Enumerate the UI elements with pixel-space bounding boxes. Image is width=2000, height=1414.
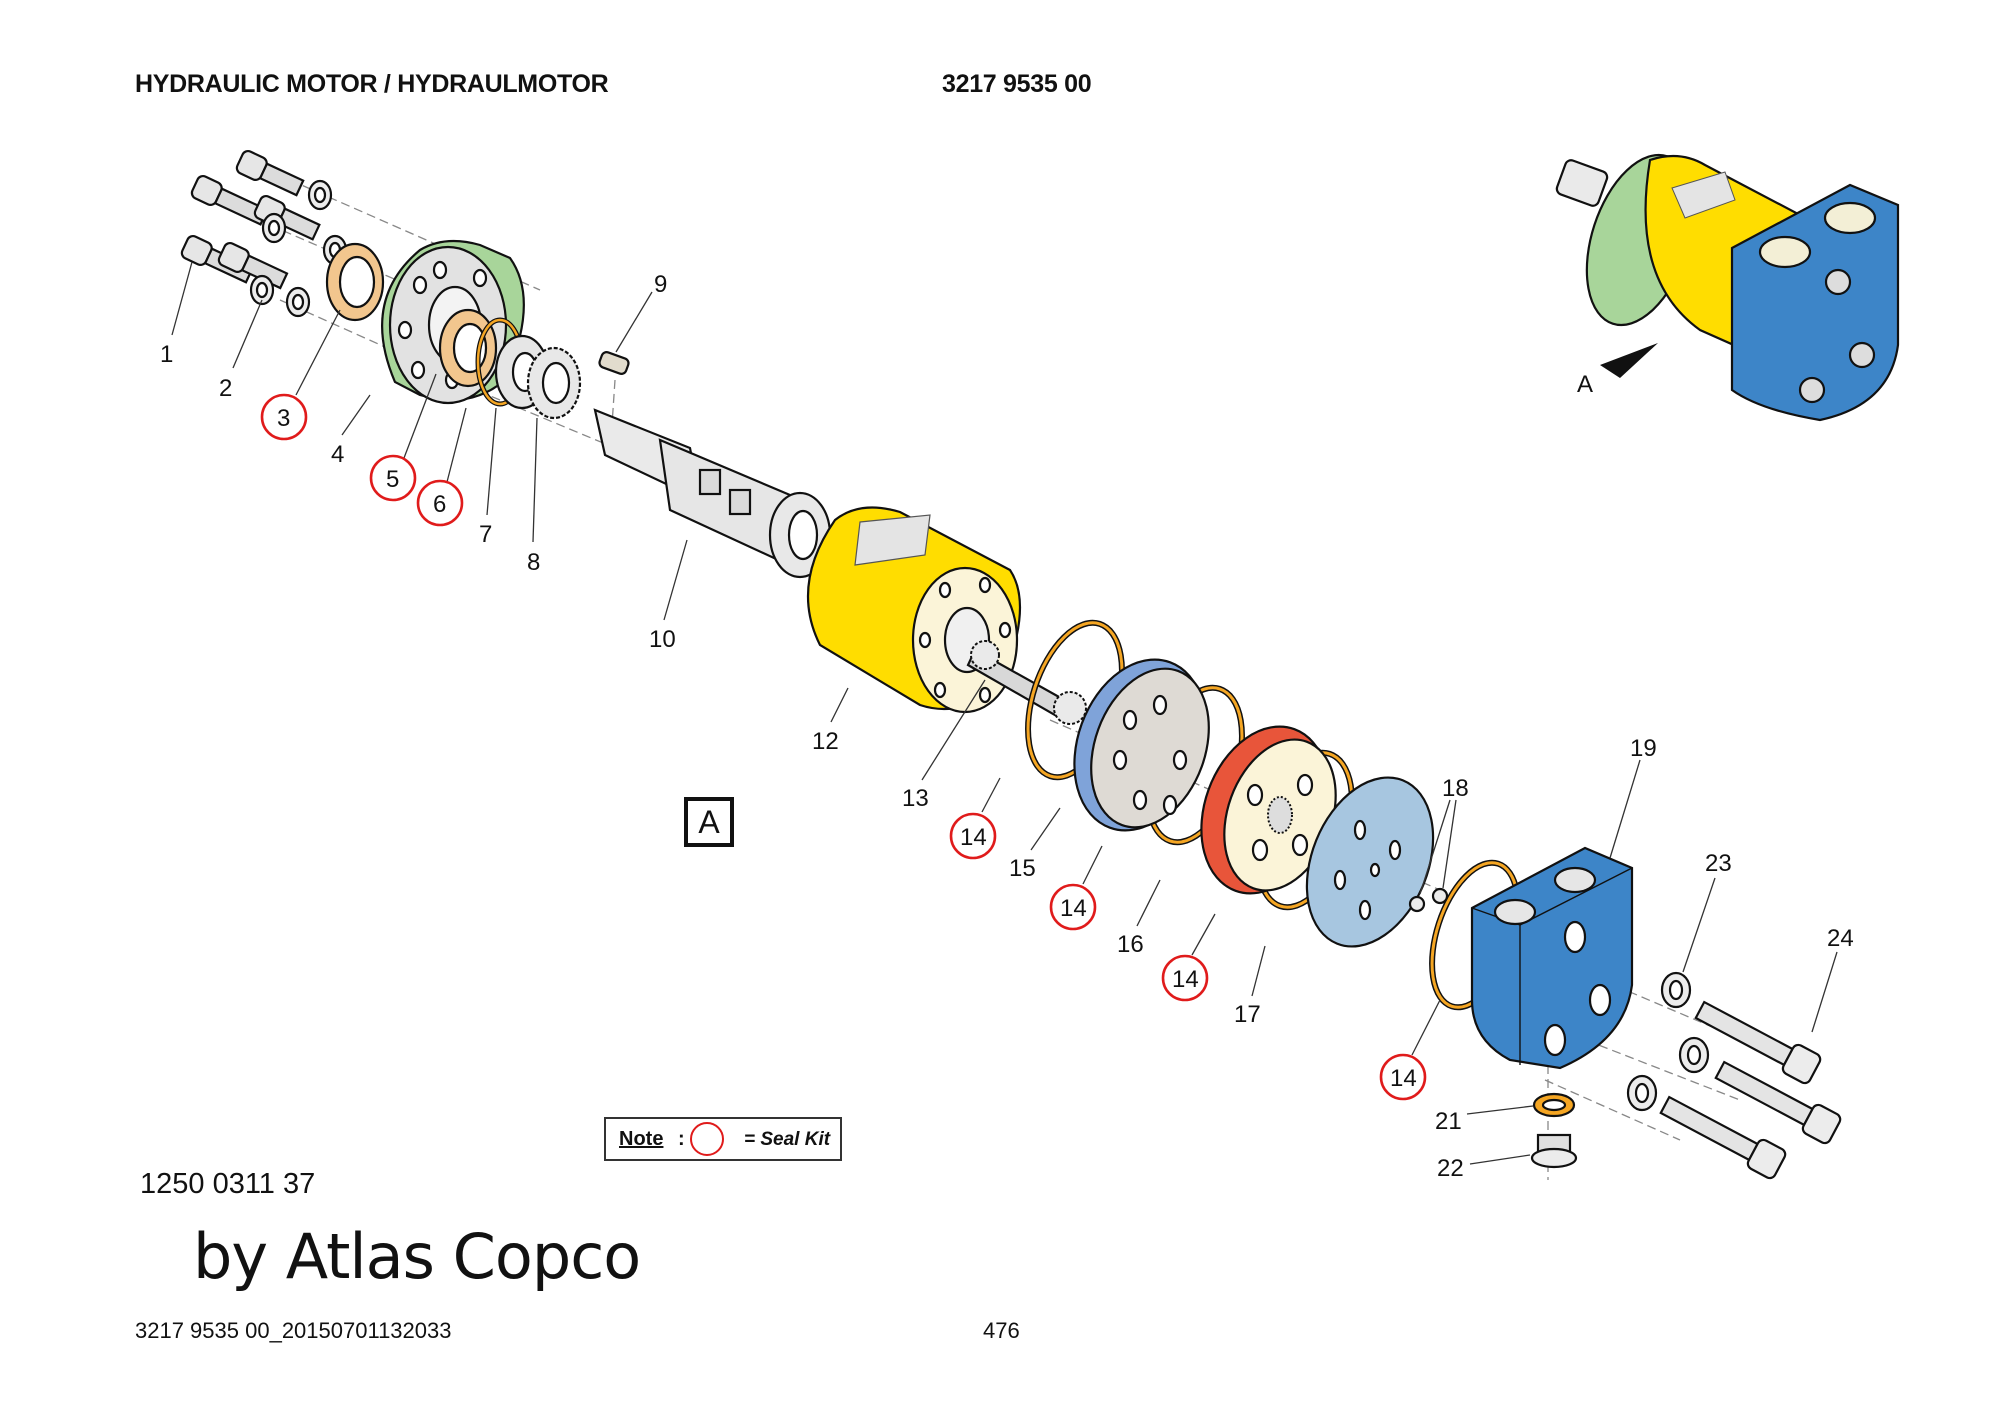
part-number: 3217 9535 00 bbox=[942, 70, 1092, 98]
note-colon: : bbox=[678, 1128, 685, 1150]
seal-kit-marker bbox=[1161, 954, 1209, 1002]
callout-12: 12 bbox=[812, 728, 839, 755]
note-label: Note bbox=[619, 1128, 664, 1150]
inset-assembled-view bbox=[1555, 153, 1900, 422]
callout-6: 6 bbox=[433, 491, 446, 518]
seal-kit-marker bbox=[1049, 883, 1097, 931]
seal-kit-marker bbox=[416, 479, 464, 527]
callout-7: 7 bbox=[479, 521, 492, 548]
part-1-cap-screws bbox=[180, 149, 321, 290]
footer-page-number: 476 bbox=[983, 1318, 1020, 1343]
part-15-distributor-plate bbox=[1073, 658, 1210, 832]
part-16-rotor-set bbox=[1200, 725, 1337, 895]
part-5-seal bbox=[438, 308, 498, 388]
callout-21: 21 bbox=[1435, 1108, 1462, 1135]
seal-kit-note: Note : = Seal Kit bbox=[604, 1117, 842, 1161]
callout-5: 5 bbox=[386, 466, 399, 493]
seal-kit-circle-icon bbox=[690, 1122, 724, 1156]
callout-15: 15 bbox=[1009, 855, 1036, 882]
footer-document-id: 3217 9535 00_20150701132033 bbox=[135, 1318, 452, 1343]
part-10-drive-shaft bbox=[593, 408, 832, 579]
callout-13: 13 bbox=[902, 785, 929, 812]
part-12-housing bbox=[806, 506, 1022, 714]
seal-kit-marker bbox=[369, 454, 417, 502]
callout-14: 14 bbox=[960, 824, 987, 851]
callout-16: 16 bbox=[1117, 931, 1144, 958]
assembly-number: 1250 0311 37 bbox=[140, 1168, 316, 1200]
part-23-washers bbox=[1626, 971, 1710, 1112]
callout-17: 17 bbox=[1234, 1001, 1261, 1028]
part-8-lock-washer bbox=[526, 346, 582, 420]
callout-23: 23 bbox=[1705, 850, 1732, 877]
callout-4: 4 bbox=[331, 441, 344, 468]
callout-9: 9 bbox=[654, 271, 667, 298]
part-9-key bbox=[598, 351, 630, 375]
callout-14: 14 bbox=[1172, 966, 1199, 993]
seal-kit-marker bbox=[1379, 1053, 1427, 1101]
part-24-bolts bbox=[1659, 1000, 1842, 1180]
callout-18: 18 bbox=[1442, 775, 1469, 802]
part-19-port-block bbox=[1470, 846, 1634, 1070]
callout-2: 2 bbox=[219, 375, 232, 402]
part-21-seal-ring bbox=[1532, 1092, 1576, 1118]
view-marker: A bbox=[684, 797, 734, 847]
callout-14: 14 bbox=[1390, 1065, 1417, 1092]
leader-lines bbox=[171, 261, 1838, 1165]
callout-22: 22 bbox=[1437, 1155, 1464, 1182]
seal-kit-marker bbox=[260, 393, 308, 441]
callout-1: 1 bbox=[160, 341, 173, 368]
part-18-check-balls bbox=[1408, 887, 1449, 913]
seal-kit-marker bbox=[949, 812, 997, 860]
view-arrow-icon bbox=[1600, 343, 1658, 378]
inset-view-label: A bbox=[1577, 371, 1593, 398]
page-title: HYDRAULIC MOTOR / HYDRAULMOTOR bbox=[135, 70, 609, 98]
callout-8: 8 bbox=[527, 549, 540, 576]
callout-10: 10 bbox=[649, 626, 676, 653]
part-3-shaft-seal bbox=[325, 242, 385, 322]
note-text: = Seal Kit bbox=[744, 1129, 831, 1150]
callout-24: 24 bbox=[1827, 925, 1854, 952]
callout-labels: 1 2 3 4 5 6 7 8 9 10 12 13 14 15 14 16 1… bbox=[160, 271, 1854, 1182]
callout-14: 14 bbox=[1060, 895, 1087, 922]
callout-3: 3 bbox=[277, 405, 290, 432]
part-22-plug bbox=[1530, 1133, 1578, 1169]
brand-watermark: by Atlas Copco bbox=[193, 1220, 641, 1293]
callout-19: 19 bbox=[1630, 735, 1657, 762]
